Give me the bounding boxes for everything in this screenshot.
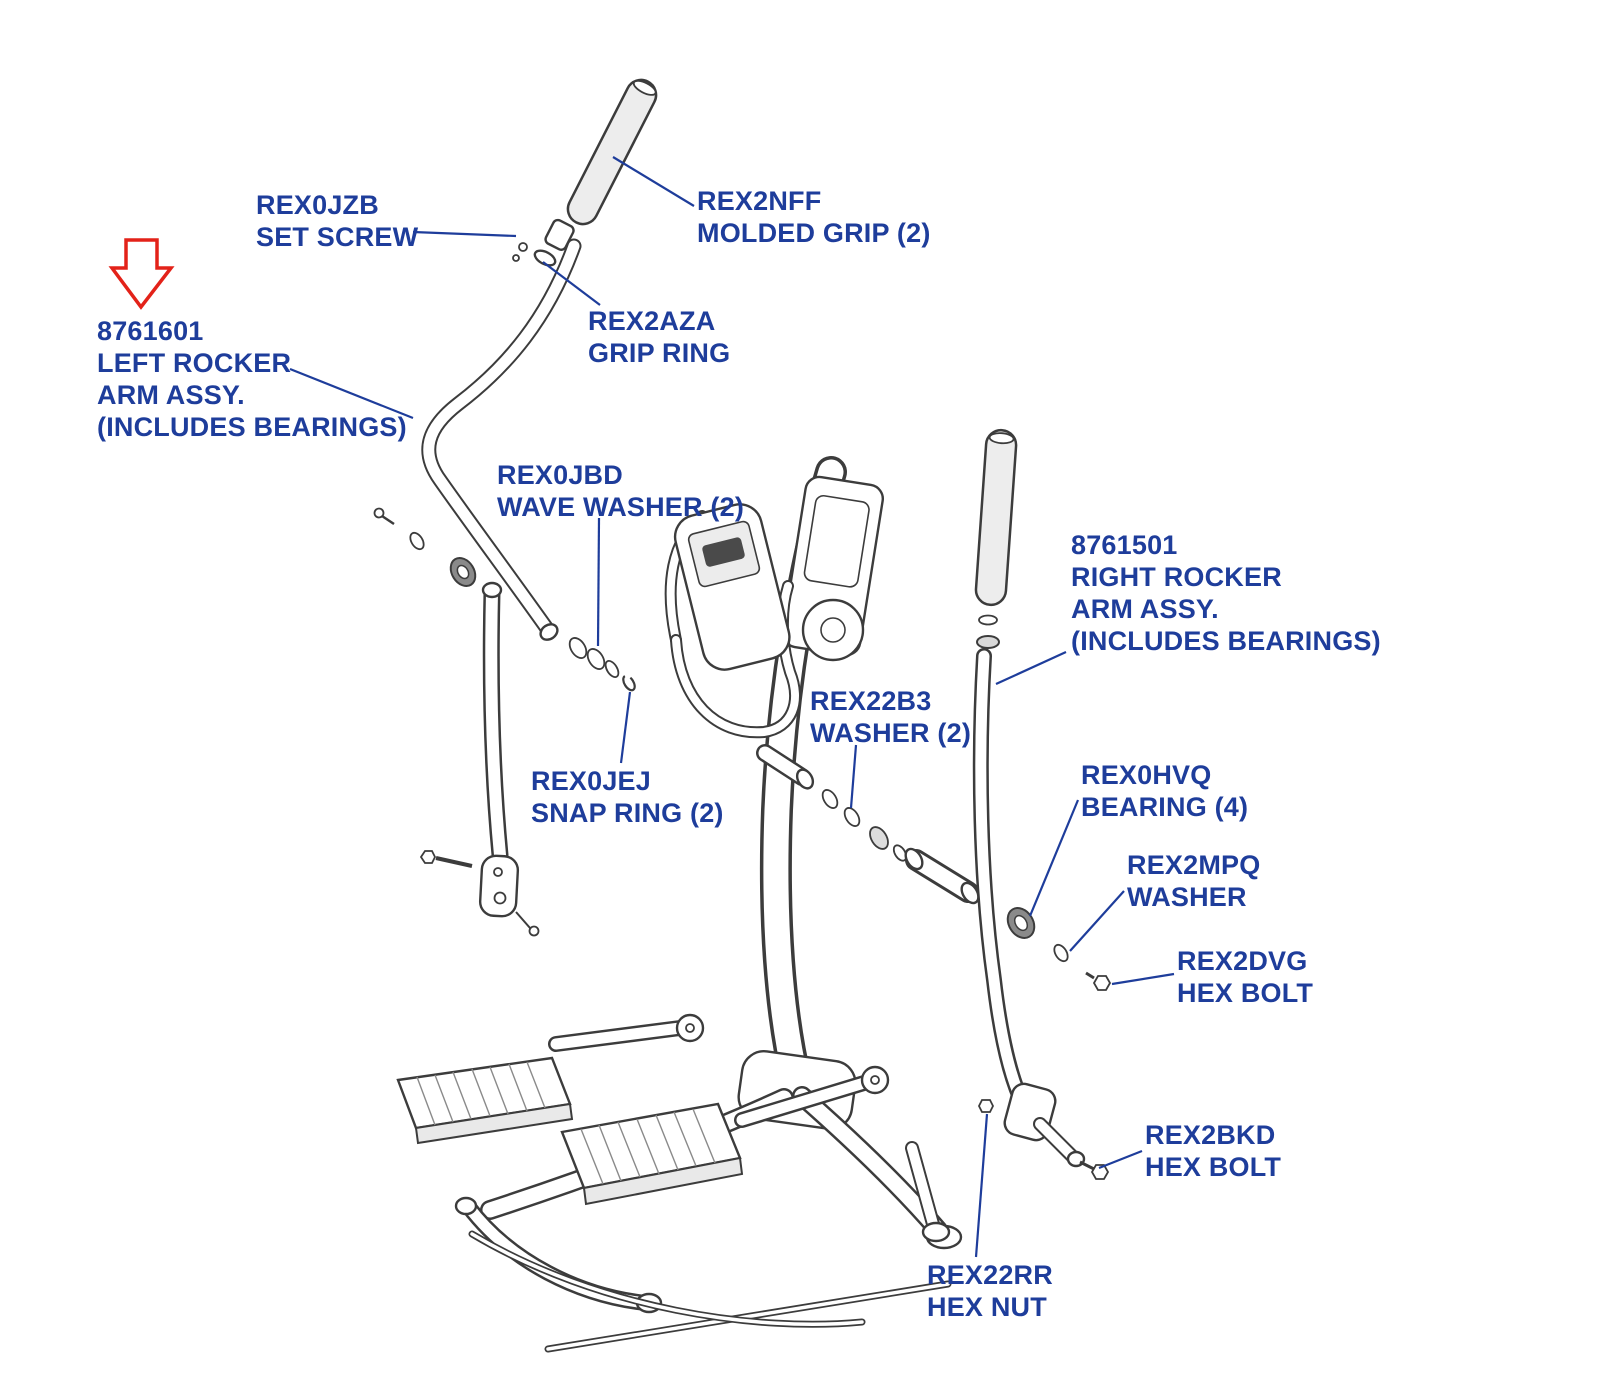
part-number: REX2NFF	[697, 186, 822, 216]
part-name: MOLDED GRIP (2)	[697, 217, 931, 248]
washer-part	[821, 789, 839, 809]
part-name: SET SCREW	[256, 221, 419, 252]
label-left-rocker-arm: 8761601 LEFT ROCKER ARM ASSY. (INCLUDES …	[97, 316, 407, 443]
part-name: (INCLUDES BEARINGS)	[1071, 625, 1381, 656]
part-name: (INCLUDES BEARINGS)	[97, 411, 407, 442]
right-molded-grip	[974, 428, 1018, 607]
part-number: REX0HVQ	[1081, 760, 1212, 790]
part-number: 8761601	[97, 316, 204, 346]
label-set-screw: REX0JZB SET SCREW	[256, 190, 418, 254]
pedals	[396, 1013, 890, 1206]
label-right-rocker-arm: 8761501 RIGHT ROCKER ARM ASSY. (INCLUDES…	[1071, 530, 1381, 657]
wave-washer-part	[568, 637, 588, 659]
grip-ring-part	[533, 249, 557, 267]
part-name: WAVE WASHER (2)	[497, 491, 745, 522]
part-name: HEX BOLT	[1145, 1151, 1282, 1182]
label-grip-ring: REX2AZA GRIP RING	[588, 306, 730, 370]
part-name: BEARING (4)	[1081, 791, 1249, 822]
part-number: REX2DVG	[1177, 946, 1308, 976]
part-number: REX0JEJ	[531, 766, 651, 796]
part-name: HEX NUT	[927, 1291, 1047, 1322]
hex-bolt-part	[1092, 975, 1112, 991]
part-name: ARM ASSY.	[1071, 593, 1219, 624]
console-display	[673, 503, 791, 671]
part-number: REX2BKD	[1145, 1120, 1276, 1150]
right-rocker-arm	[904, 428, 1110, 1180]
leader-lines	[289, 156, 1175, 1258]
right-pivot-axle-parts	[756, 744, 1112, 991]
part-name: HEX BOLT	[1177, 977, 1314, 1008]
left-molded-grip	[566, 78, 658, 226]
pivot-disc	[801, 598, 865, 662]
part-name: WASHER	[1127, 881, 1247, 912]
label-washer: REX2MPQ WASHER	[1127, 850, 1260, 914]
part-name: GRIP RING	[588, 337, 731, 368]
label-washer-2: REX22B3 WASHER (2)	[810, 686, 971, 750]
highlight-arrow-icon	[108, 238, 175, 310]
part-number: REX22RR	[927, 1260, 1053, 1290]
left-lower-link	[419, 581, 540, 937]
part-number: REX22B3	[810, 686, 932, 716]
part-number: REX2MPQ	[1127, 850, 1261, 880]
clevis-bolt	[419, 850, 437, 864]
label-bearing: REX0HVQ BEARING (4)	[1081, 760, 1248, 824]
label-snap-ring: REX0JEJ SNAP RING (2)	[531, 766, 724, 830]
console-assembly	[664, 475, 884, 739]
part-number: REX0JBD	[497, 460, 623, 490]
set-screw-part	[518, 242, 528, 252]
label-hex-bolt-lower: REX2BKD HEX BOLT	[1145, 1120, 1281, 1184]
hex-nut-part	[977, 1099, 995, 1113]
part-name: LEFT ROCKER	[97, 347, 292, 378]
part-number: 8761501	[1071, 530, 1178, 560]
label-wave-washer: REX0JBD WAVE WASHER (2)	[497, 460, 744, 524]
part-number: REX2AZA	[588, 306, 716, 336]
label-hex-nut: REX22RR HEX NUT	[927, 1260, 1053, 1324]
part-name: RIGHT ROCKER	[1071, 561, 1282, 592]
part-number: REX0JZB	[256, 190, 379, 220]
snap-ring-part	[622, 674, 636, 692]
left-rocker-arm	[373, 78, 658, 692]
part-name: SNAP RING (2)	[531, 797, 724, 828]
part-name: WASHER (2)	[810, 717, 972, 748]
label-molded-grip: REX2NFF MOLDED GRIP (2)	[697, 186, 931, 250]
part-name: ARM ASSY.	[97, 379, 245, 410]
label-hex-bolt-right: REX2DVG HEX BOLT	[1177, 946, 1313, 1010]
